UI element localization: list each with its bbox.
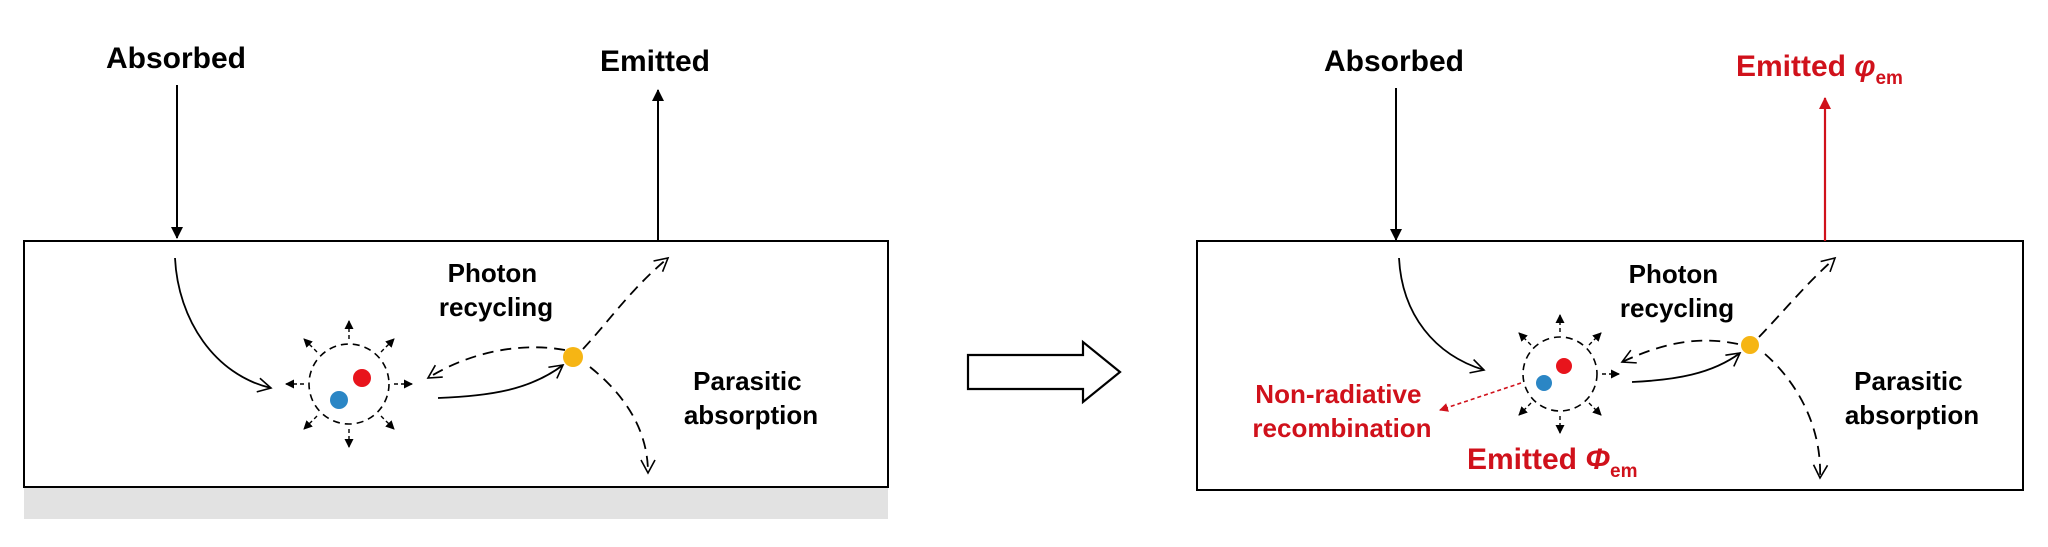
right-emitted-external-label: Emitted φem <box>1736 50 1903 89</box>
left-absorbed-label: Absorbed <box>106 42 246 75</box>
right-photon-recycling-label: Photon recycling <box>1620 259 1734 323</box>
right-electron-hole-pair <box>1439 314 1620 434</box>
left-panel: Absorbed Emitted Photon recycling <box>23 42 889 519</box>
left-photon-recycling-label: Photon recycling <box>439 258 553 322</box>
right-emitted-internal-label: Emitted Φem <box>1467 443 1638 482</box>
right-hole-dot <box>1536 375 1552 391</box>
right-absorption-curve <box>1398 257 1486 374</box>
left-electron-dot <box>353 369 371 387</box>
right-reabsorption-curve <box>1620 339 1739 364</box>
right-recycle-curve <box>1631 351 1742 383</box>
left-parasitic-curve <box>589 366 656 475</box>
right-panel: Absorbed Emitted φem Non-radiative recom… <box>1196 45 2024 491</box>
left-parasitic-absorption-label: Parasitic absorption <box>684 366 818 430</box>
right-exciton-boundary <box>1522 336 1598 412</box>
left-escape-curve <box>582 256 670 350</box>
right-electron-dot <box>1556 358 1572 374</box>
left-exciton-boundary <box>308 343 390 425</box>
left-absorption-curve <box>174 257 273 393</box>
left-hole-dot <box>330 391 348 409</box>
right-photon-dot <box>1741 336 1759 354</box>
left-recycle-curve <box>437 363 565 399</box>
left-electron-hole-pair <box>285 320 413 448</box>
left-slab-shadow <box>24 487 888 519</box>
right-slab <box>1196 240 2024 491</box>
right-non-radiative-arrow <box>1439 382 1522 412</box>
left-photon-dot <box>563 347 583 367</box>
right-parasitic-absorption-label: Parasitic absorption <box>1845 366 1979 430</box>
hollow-right-arrow-icon <box>966 339 1122 405</box>
left-emitted-label: Emitted <box>600 45 710 78</box>
right-absorbed-label: Absorbed <box>1324 45 1464 78</box>
right-non-radiative-label: Non-radiative recombination <box>1252 379 1431 443</box>
right-escape-curve <box>1758 256 1837 338</box>
right-emission-rays <box>1518 314 1620 434</box>
left-emission-rays <box>285 320 413 448</box>
